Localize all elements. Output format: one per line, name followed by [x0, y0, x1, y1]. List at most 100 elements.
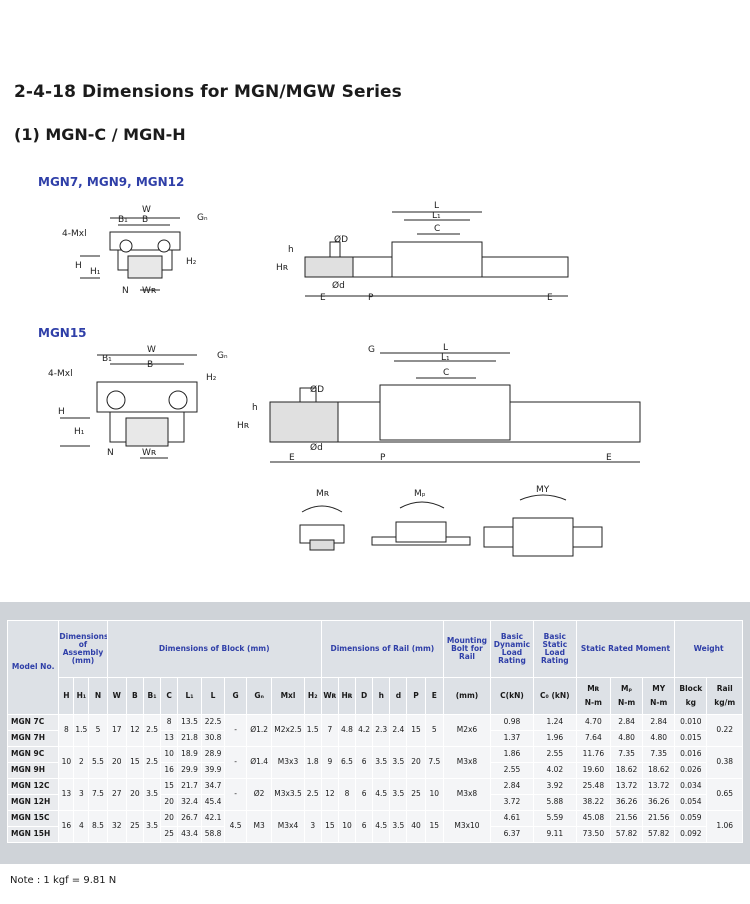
table-cell: 8 — [58, 714, 75, 747]
table-cell: 2.3 — [372, 714, 391, 747]
table-cell: 0.015 — [674, 730, 708, 747]
label-h2: H₂ — [186, 257, 197, 267]
subheader-cell: H — [58, 677, 75, 715]
subheader-cell: E — [424, 677, 444, 715]
label-w-small: W — [142, 205, 151, 215]
table-cell: M3x4 — [271, 810, 305, 843]
table-cell: 57.82 — [642, 826, 676, 843]
label-wr-large: Wʀ — [142, 448, 157, 458]
table-cell: 0.98 — [490, 714, 534, 731]
table-cell: MGN 7H — [6, 730, 60, 747]
small-side-view-drawing — [304, 211, 569, 297]
table-cell: 4.5 — [372, 810, 391, 843]
table-cell: M3x8 — [442, 746, 492, 779]
table-cell: 9.11 — [532, 826, 577, 843]
table-cell: 20 — [160, 794, 179, 811]
moment-yaw-drawing — [483, 494, 603, 557]
table-cell: 8.5 — [88, 810, 108, 843]
label-e-left-large: E — [289, 453, 295, 463]
table-cell: 2.5 — [303, 778, 322, 811]
label-n: N — [122, 286, 129, 296]
table-cell: 21.56 — [609, 810, 644, 827]
subheader-cell: H₁ — [73, 677, 90, 715]
subheader-cell: H₂ — [303, 677, 322, 715]
table-cell: 3.5 — [389, 778, 408, 811]
table-cell: 0.059 — [674, 810, 708, 827]
table-cell: 36.26 — [642, 794, 676, 811]
header-block: Dimensions of Block (mm) — [106, 620, 322, 678]
label-l1-large: L₁ — [441, 353, 450, 363]
table-cell: 5.5 — [88, 746, 108, 779]
table-cell: 25 — [160, 826, 179, 843]
label-l-large: L — [443, 343, 448, 353]
table-cell: 21.7 — [177, 778, 202, 795]
table-cell: 4.2 — [355, 714, 374, 747]
table-cell: 18.62 — [642, 762, 676, 779]
label-g-large: G — [368, 345, 375, 355]
table-cell: 43.4 — [177, 826, 202, 843]
header-bolt: Mounting Bolt for Rail — [442, 620, 492, 678]
table-cell: 1.5 — [73, 714, 90, 747]
table-cell: 29.9 — [177, 762, 202, 779]
table-cell: 3.5 — [142, 778, 162, 811]
label-p: P — [368, 293, 374, 303]
subheader-cell: L₁ — [177, 677, 202, 715]
table-cell: 3.5 — [389, 810, 408, 843]
section-subtitle: (1) MGN-C / MGN-H — [14, 125, 186, 144]
label-wr: Wʀ — [142, 286, 157, 296]
table-cell: 21.8 — [177, 730, 202, 747]
table-cell: 10 — [337, 810, 357, 843]
table-cell: 40 — [406, 810, 426, 843]
table-cell: 7 — [320, 714, 339, 747]
table-cell: 0.38 — [706, 746, 743, 779]
table-cell: 7.5 — [424, 746, 444, 779]
table-cell: MGN 7C — [6, 714, 60, 731]
table-cell: 45.4 — [200, 794, 226, 811]
subheader-bolt-unit: (mm) — [442, 677, 492, 715]
label-c: C — [434, 224, 440, 234]
table-cell: 3.5 — [372, 746, 391, 779]
label-d-small: Ød — [332, 280, 345, 291]
table-cell: Ø1.2 — [245, 714, 273, 747]
subheader-cell: d — [389, 677, 408, 715]
table-cell: 4.80 — [609, 730, 644, 747]
table-cell: 0.010 — [674, 714, 708, 731]
subheader-cell: P — [406, 677, 426, 715]
table-cell: 1.96 — [532, 730, 577, 747]
label-mr: Mʀ — [316, 489, 330, 499]
subheader-cell: h — [372, 677, 391, 715]
label-b-large: B — [147, 360, 153, 370]
table-cell: 11.76 — [575, 746, 612, 763]
table-cell: 3.92 — [532, 778, 577, 795]
subheader-cell: D — [355, 677, 374, 715]
table-cell: M3x3 — [271, 746, 305, 779]
header-model: Model No. — [6, 620, 60, 715]
table-cell: MGN 15H — [6, 826, 60, 843]
table-cell: 16 — [58, 810, 75, 843]
table-cell: 1.06 — [706, 810, 743, 843]
label-gn-large: Gₙ — [217, 351, 228, 361]
table-cell: 15 — [160, 778, 179, 795]
table-cell: 0.026 — [674, 762, 708, 779]
table-cell: 10 — [58, 746, 75, 779]
subheader-cell: L — [200, 677, 226, 715]
subheader-dyn-unit: C(kN) — [490, 677, 534, 715]
table-cell: 6.5 — [337, 746, 357, 779]
table-cell: 0.034 — [674, 778, 708, 795]
label-b1: B₁ — [118, 215, 128, 225]
table-cell: M3x3.5 — [271, 778, 305, 811]
table-cell: MGN 12H — [6, 794, 60, 811]
large-cross-section-drawing — [60, 354, 198, 459]
header-rail: Dimensions of Rail (mm) — [320, 620, 444, 678]
label-l1: L₁ — [432, 211, 441, 221]
table-cell: 22.5 — [200, 714, 226, 731]
table-cell: 36.26 — [609, 794, 644, 811]
table-cell: 27 — [106, 778, 127, 811]
table-cell: MGN 9C — [6, 746, 60, 763]
subheader-cell: C — [160, 677, 179, 715]
table-cell: 32 — [106, 810, 127, 843]
table-cell: 4 — [73, 810, 90, 843]
